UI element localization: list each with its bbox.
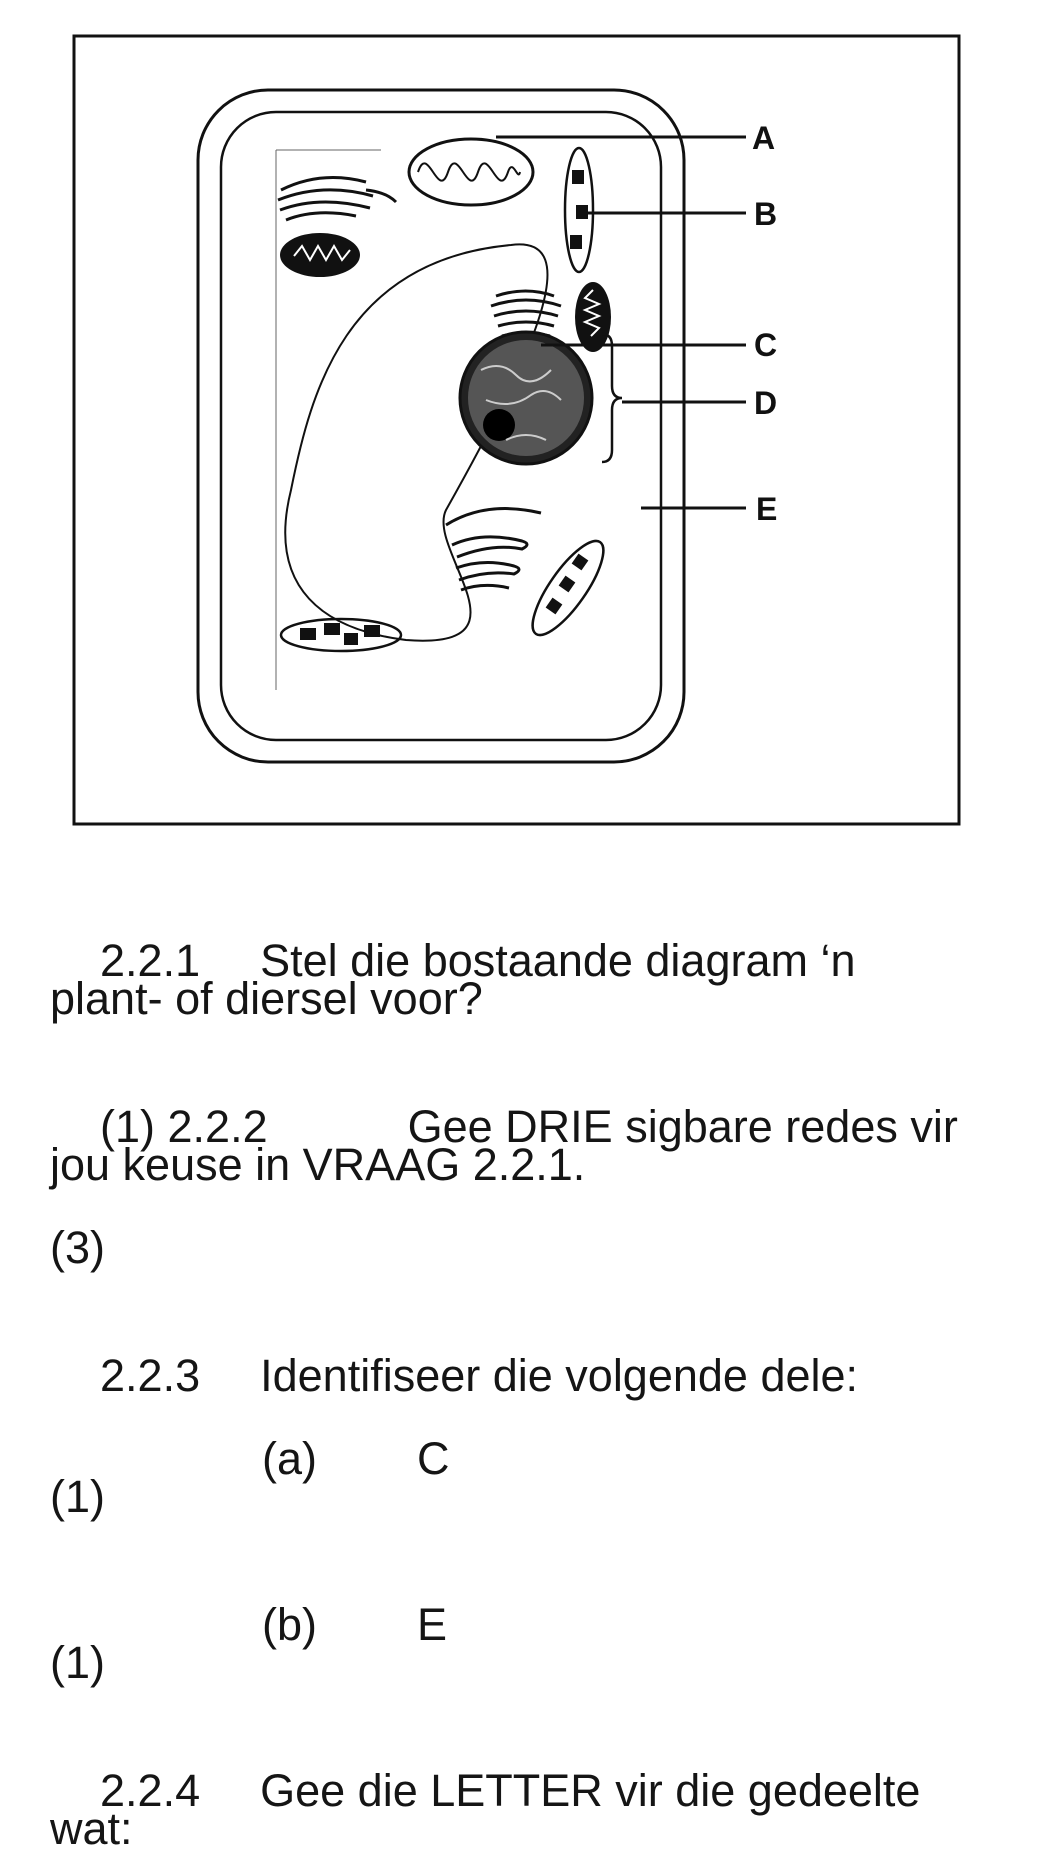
q222-text: Gee DRIE sigbare redes vir [407, 1101, 958, 1152]
q224-text: Gee die LETTER vir die gedeelte [260, 1765, 921, 1816]
chloroplast-horizontal [279, 617, 403, 653]
cell-wall [196, 88, 686, 764]
mitochondrion-a-cristae [417, 162, 521, 182]
chromatin [480, 365, 562, 441]
chloroplast-diagonal [531, 539, 605, 637]
q224-continued: wat: [50, 1803, 133, 1854]
q222-mark: (3) [50, 1222, 105, 1273]
q221-mark: (1) [100, 1101, 156, 1152]
q221-text: Stel die bostaande diagram ‘n [260, 935, 856, 986]
chloroplast-b-granum [570, 235, 582, 249]
golgi-body-bottom [445, 507, 542, 592]
q223a-value: C [417, 1433, 450, 1484]
chloroplast-b [563, 146, 595, 274]
label-c: C [754, 327, 777, 363]
q223b-value: E [417, 1599, 448, 1650]
q221-continued: plant- of diersel voor? [50, 973, 483, 1024]
q223-number: 2.2.3 [100, 1350, 201, 1401]
q224-number: 2.2.4 [100, 1765, 201, 1816]
q223a-line: (a) C [212, 1391, 450, 1526]
nucleolus [483, 409, 515, 441]
q222-line: (1) 2.2.2 Gee DRIE sigbare redes vir [50, 1059, 958, 1194]
bracket-d [601, 332, 623, 464]
q222-number: 2.2.2 [167, 1101, 268, 1152]
label-e: E [756, 491, 777, 527]
golgi-body-top [277, 176, 398, 222]
chloroplast-b-granum [572, 170, 584, 184]
q221-number: 2.2.1 [100, 935, 201, 986]
mitochondrion-dark-cristae [293, 243, 351, 263]
cell-membrane [219, 110, 663, 742]
q223b-line: (b) E [212, 1557, 447, 1692]
q223-text: Identifiseer die volgende dele: [260, 1350, 859, 1401]
q222-continued: jou keuse in VRAAG 2.2.1. [50, 1139, 586, 1190]
label-b: B [754, 196, 777, 232]
q223b-mark: (1) [50, 1637, 105, 1688]
q224-line: 2.2.4 Gee die LETTER vir die gedeelte [50, 1723, 920, 1858]
label-lines-right [622, 135, 746, 510]
q223a-letter: (a) [262, 1433, 318, 1484]
q223-line: 2.2.3 Identifiseer die volgende dele: [50, 1308, 858, 1443]
mitochondrion-dark [280, 233, 360, 277]
diagram-frame [72, 34, 961, 826]
q223b-letter: (b) [262, 1599, 318, 1650]
mitochondrion-small [575, 282, 611, 352]
q223a-mark: (1) [50, 1471, 105, 1522]
cell-diagram: A B C D E [72, 34, 961, 826]
mitochondrion-small-cristae [582, 289, 602, 337]
q221-line: 2.2.1 Stel die bostaande diagram ‘n [50, 893, 856, 1028]
chloroplast-b-granum [576, 205, 588, 219]
label-d: D [754, 385, 777, 421]
label-a: A [752, 120, 775, 156]
mitochondrion-a [407, 137, 535, 207]
